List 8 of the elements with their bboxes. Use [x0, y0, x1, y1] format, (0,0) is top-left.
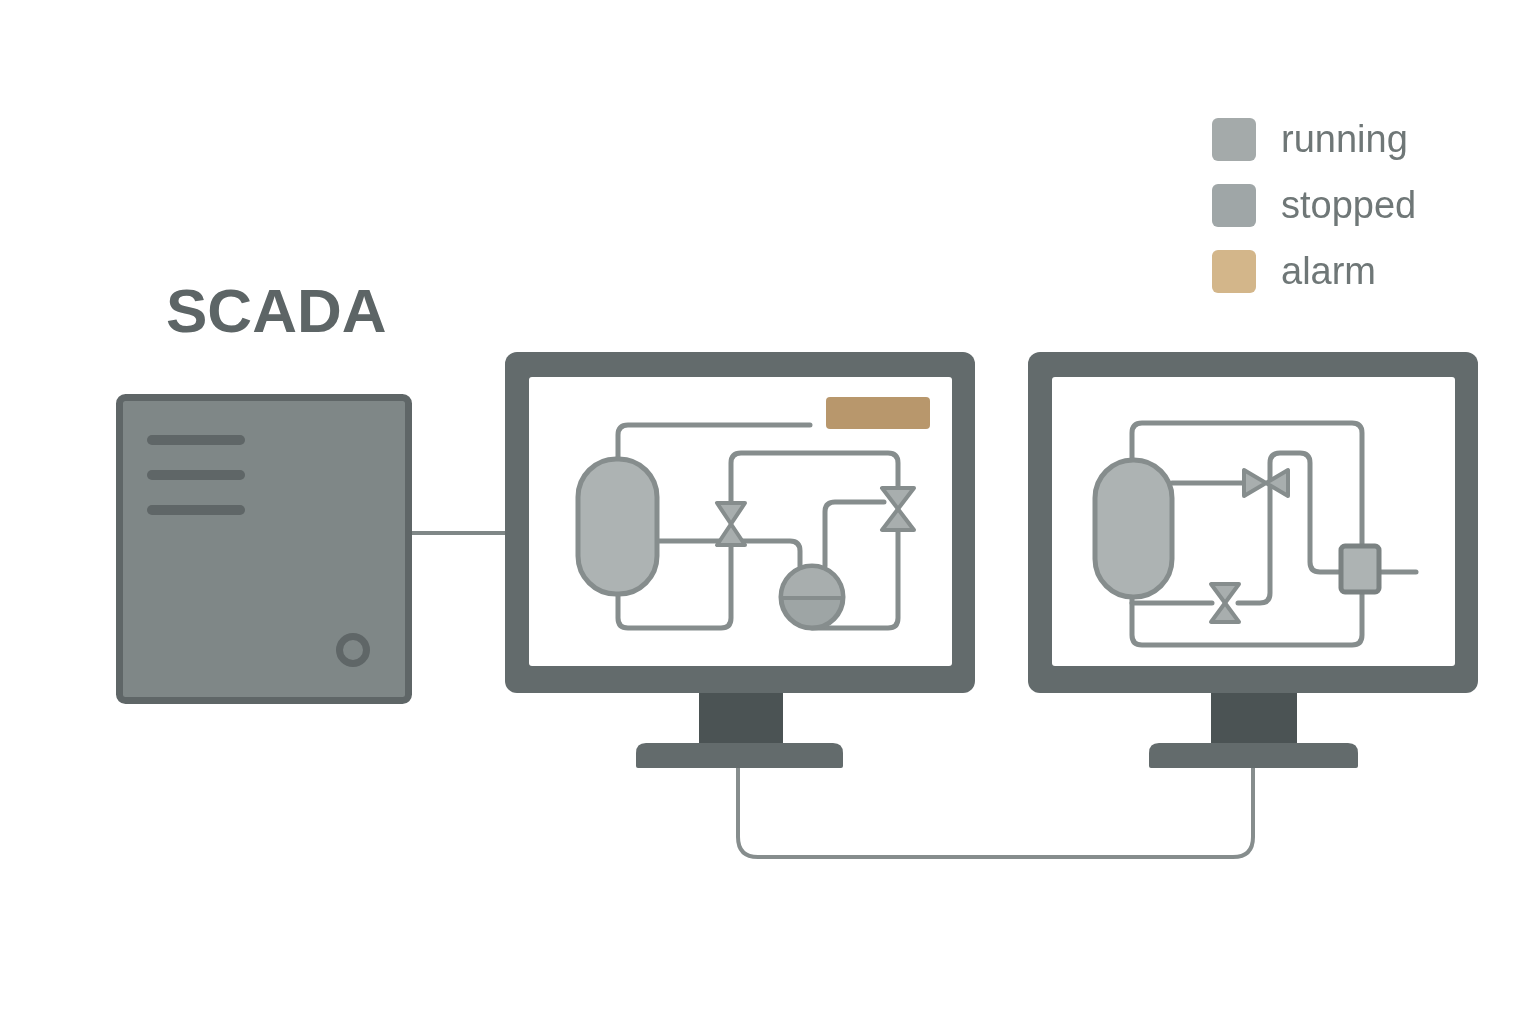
legend-label: alarm	[1281, 252, 1377, 290]
cable	[412, 531, 505, 535]
monitor	[505, 352, 975, 768]
cable	[736, 768, 1255, 859]
legend-label: stopped	[1281, 186, 1417, 224]
legend-label: running	[1281, 120, 1408, 158]
monitor	[1028, 352, 1478, 768]
server-label: SCADA	[166, 280, 387, 342]
